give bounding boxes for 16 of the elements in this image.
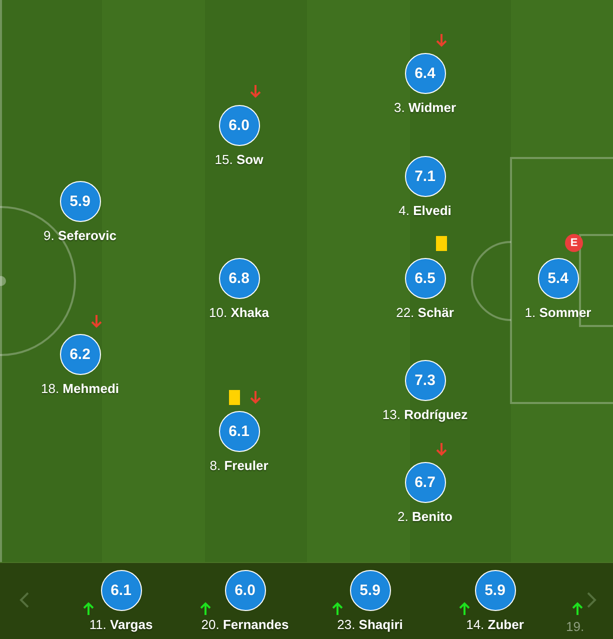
player-name: 20. Fernandes xyxy=(201,617,289,632)
player-name: 2. Benito xyxy=(398,509,452,524)
player-name: 22. Schär xyxy=(396,305,454,320)
player-name: 23. Shaqiri xyxy=(337,617,403,632)
player-name: 15. Sow xyxy=(214,152,264,167)
player-name: 8. Freuler xyxy=(210,458,268,473)
player-name: 3. Widmer xyxy=(394,100,456,115)
player-name: 19. xyxy=(566,619,584,634)
player-name: 13. Rodríguez xyxy=(382,407,468,422)
player-name: 18. Mehmedi xyxy=(40,381,120,396)
player-name: 9. Seferovic xyxy=(44,228,116,243)
player-name: 14. Zuber xyxy=(466,617,524,632)
player-name: 4. Elvedi xyxy=(398,203,452,218)
player-name: 1. Sommer xyxy=(524,305,592,320)
player-name: 10. Xhaka xyxy=(209,305,269,320)
player-name: 11. Vargas xyxy=(89,617,153,632)
